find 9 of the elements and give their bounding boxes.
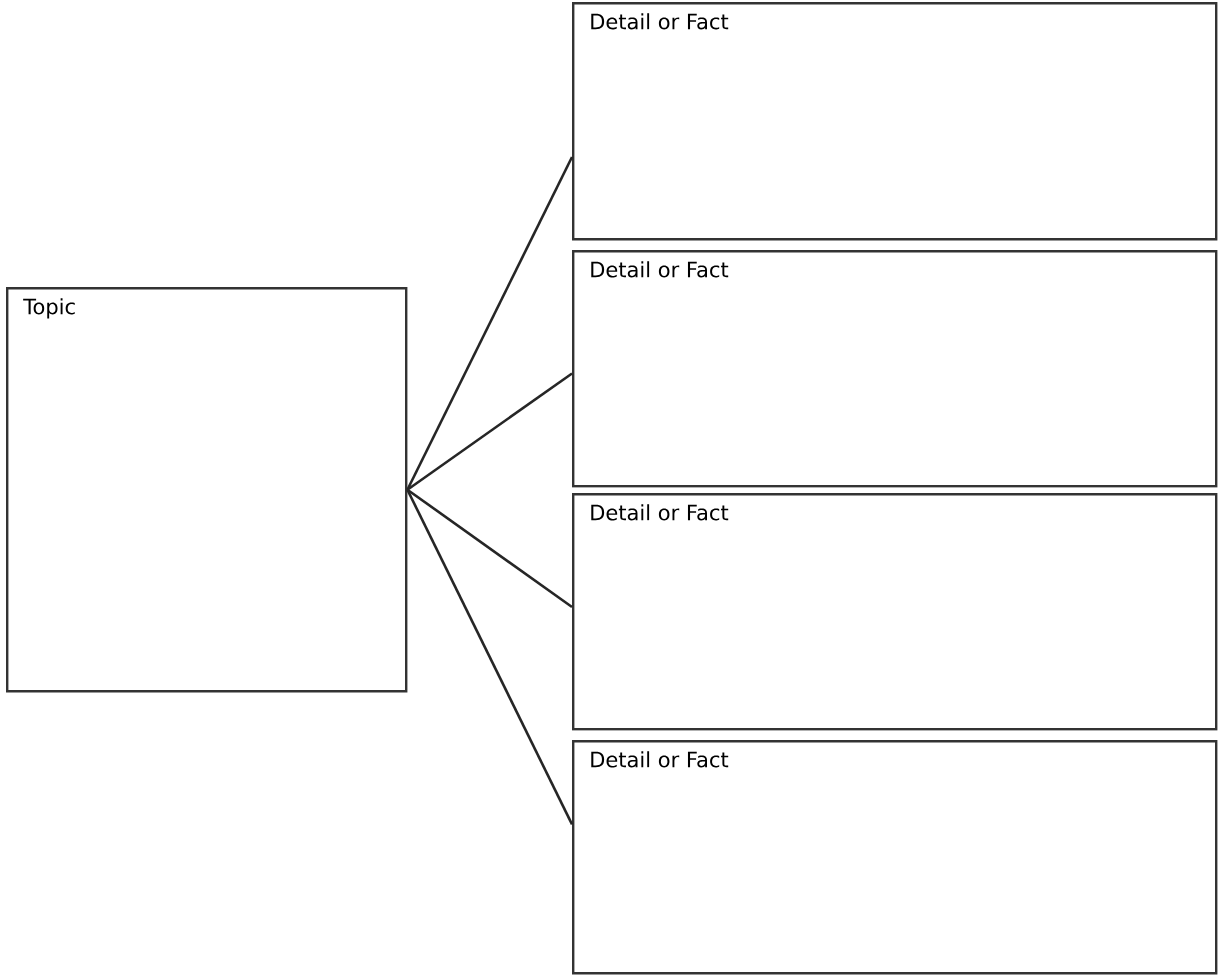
detail-box: Detail or Fact xyxy=(572,250,1218,488)
detail-box: Detail or Fact xyxy=(572,740,1218,975)
detail-box: Detail or Fact xyxy=(572,2,1218,241)
connector-line xyxy=(406,156,574,491)
topic-box: Topic xyxy=(6,287,408,693)
connector-line xyxy=(406,488,573,608)
detail-box: Detail or Fact xyxy=(572,493,1218,731)
connector-line xyxy=(406,489,574,825)
connector-line xyxy=(406,372,573,491)
